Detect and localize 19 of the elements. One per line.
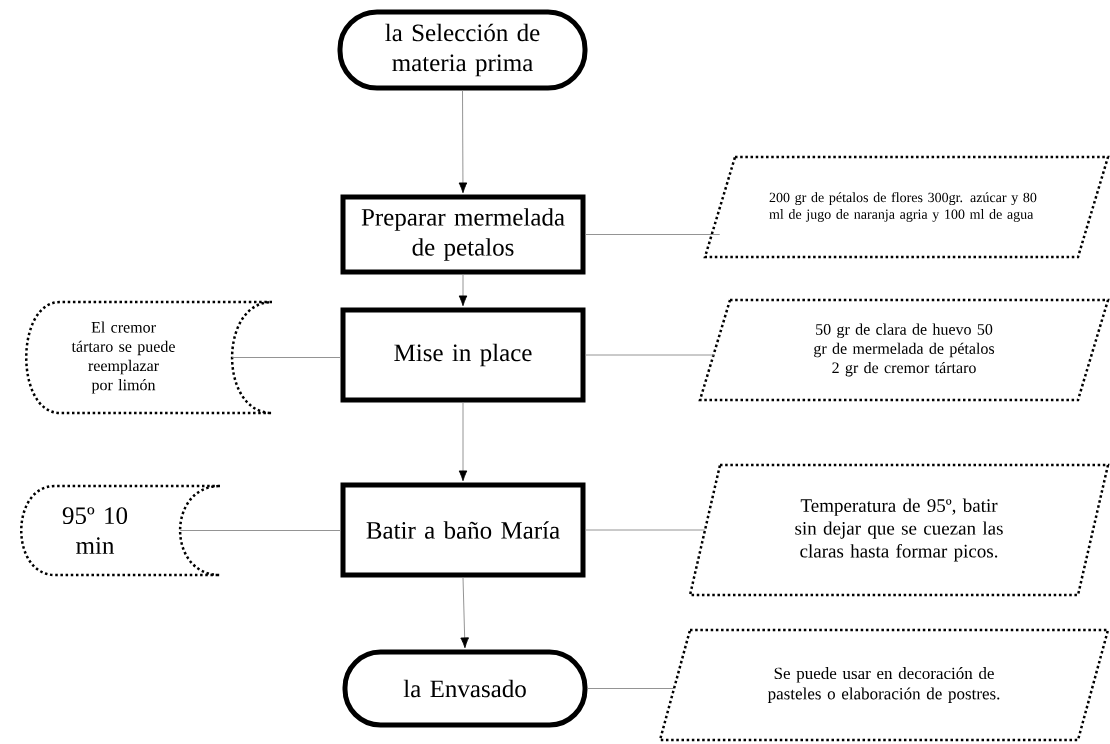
data-parallelogram: 200 gr de pétalos de flores 300gr. azúcar y 80 ml de jugo de naranja agria y 100 ml de agua (703, 155, 1110, 259)
connector-line (585, 234, 721, 235)
connector-line (587, 688, 676, 689)
connector-line (585, 529, 706, 531)
arrow (458, 90, 468, 194)
stored-data-shape: El cremor tártaro se puede reemplazar por limón (25, 300, 274, 415)
process-box: Mise in place (340, 307, 586, 403)
process-box: Batir a baño María (340, 482, 586, 578)
stored-data-shape: 95º 10 min (20, 484, 222, 577)
connector-line (179, 530, 341, 531)
connector-line (231, 357, 341, 358)
arrow (458, 402, 468, 482)
data-parallelogram: 50 gr de clara de huevo 50 gr de mermelada de pétalos 2 gr de cremor tártaro (698, 298, 1110, 402)
data-parallelogram: Se puede usar en decoración de pasteles o elaboración de postres. (658, 628, 1110, 742)
arrow (458, 274, 468, 307)
data-parallelogram: Temperatura de 95º, batir sin dejar que se cuezan las claras hasta formar picos. (688, 463, 1110, 597)
connector-line (585, 354, 716, 356)
process-box: Preparar mermelada de petalos (340, 194, 586, 275)
arrow (460, 577, 469, 649)
